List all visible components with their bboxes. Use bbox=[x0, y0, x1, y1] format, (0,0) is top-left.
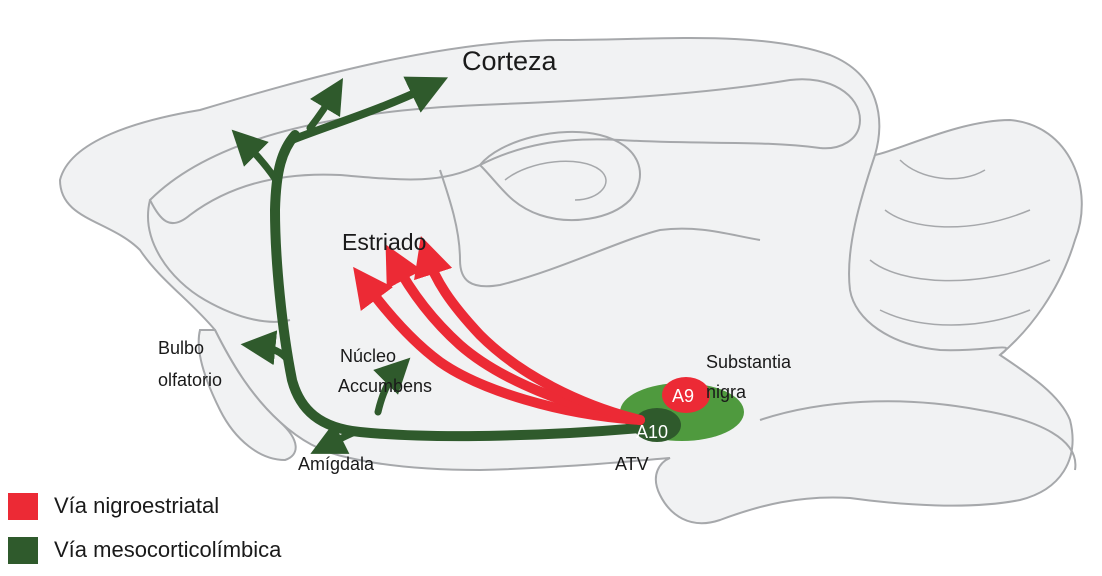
label-substantia-nigra-2: nigra bbox=[706, 382, 747, 402]
label-substantia-nigra-1: Substantia bbox=[706, 352, 792, 372]
label-olfactory-bulb-2: olfatorio bbox=[158, 370, 222, 390]
legend-swatch-red bbox=[8, 493, 38, 520]
legend-item-nigrostriatal: Vía nigroestriatal bbox=[8, 488, 281, 524]
label-accumbens-2: Accumbens bbox=[338, 376, 432, 396]
label-striatum: Estriado bbox=[342, 229, 426, 255]
label-a10: A10 bbox=[636, 422, 668, 442]
label-olfactory-bulb-1: Bulbo bbox=[158, 338, 204, 358]
cerebrum-outline bbox=[60, 38, 1082, 523]
label-cortex: Corteza bbox=[462, 46, 558, 76]
label-accumbens-1: Núcleo bbox=[340, 346, 396, 366]
brain-dopamine-pathways-diagram: Corteza Estriado Bulbo olfatorio Núcleo … bbox=[0, 0, 1102, 564]
label-atv: ATV bbox=[615, 454, 649, 474]
brain-silhouette bbox=[60, 38, 1082, 523]
label-amygdala: Amígdala bbox=[298, 454, 375, 474]
legend-label-nigrostriatal: Vía nigroestriatal bbox=[54, 493, 219, 519]
legend-item-mesocorticolimbic: Vía mesocorticolímbica bbox=[8, 532, 281, 568]
legend: Vía nigroestriatal Vía mesocorticolímbic… bbox=[8, 488, 281, 576]
legend-swatch-green bbox=[8, 537, 38, 564]
label-a9: A9 bbox=[672, 386, 694, 406]
legend-label-mesocorticolimbic: Vía mesocorticolímbica bbox=[54, 537, 281, 563]
